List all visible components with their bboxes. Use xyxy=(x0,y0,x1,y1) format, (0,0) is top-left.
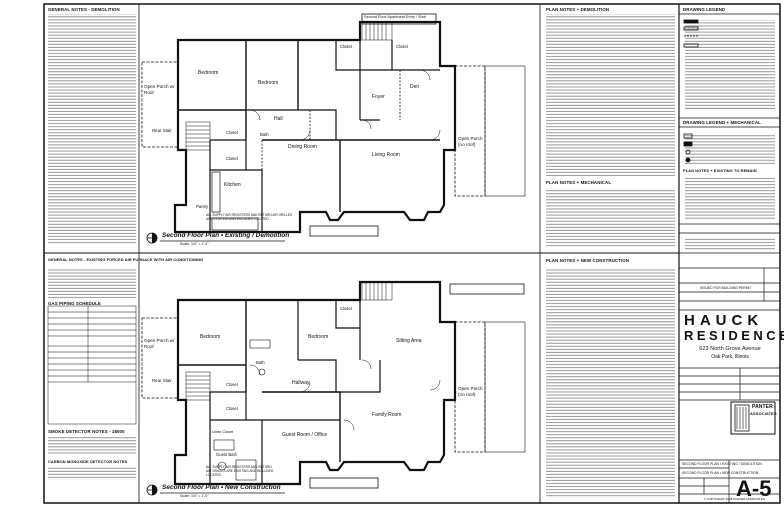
co-detector-notes-header: CARBON MONOXIDE DETECTOR NOTES xyxy=(48,459,128,464)
sheet-title: SECOND FLOOR PLAN • EXISTING / DEMOLITIO… xyxy=(682,462,762,466)
gas-piping-table xyxy=(47,305,137,425)
room-bedroom-mid: Bedroom xyxy=(258,80,279,86)
project-address-line1: 623 North Grove Avenue xyxy=(699,346,761,352)
general-notes-demolition-header: GENERAL NOTES - DEMOLITION xyxy=(48,7,120,12)
room-closet-a: Closet xyxy=(340,44,352,49)
room-kitchen: Kitchen xyxy=(224,182,241,188)
issue-status: ISSUED FOR BUILDING PERMIT xyxy=(700,286,752,290)
sheet-number: A-5 xyxy=(736,476,772,501)
bottom-plan-title-symbol xyxy=(146,484,285,496)
room-porch-right: Open Porch (no roof) xyxy=(458,136,483,147)
bottom-plan-title: Second Floor Plan • New Construction xyxy=(162,484,281,491)
plan-notes-demolition-header: PLAN NOTES + DEMOLITION xyxy=(546,7,610,12)
room-sitting-area: Sitting Area xyxy=(396,338,422,344)
room-hall: Hall xyxy=(274,116,283,122)
project-address-line2: Oak Park, Illinois xyxy=(711,354,749,360)
room-bath: Bath xyxy=(260,132,269,137)
general-notes-hvac-header: GENERAL NOTES - EXISTING FORCED AIR FURN… xyxy=(48,257,204,262)
room-rear-stair: Rear Stair xyxy=(152,128,172,133)
bottom-note-box xyxy=(309,477,379,489)
firm-logo xyxy=(730,401,776,435)
top-plan-title-symbol xyxy=(146,232,285,244)
room-den: Den xyxy=(410,84,420,90)
room-closet-a-new: Closet xyxy=(340,306,352,311)
smoke-detector-notes-header: SMOKE DETECTOR NOTES - 18000 xyxy=(48,429,125,434)
firm-name-line2: ASSOCIATES xyxy=(750,411,777,416)
room-guest-bath: Guest Bath xyxy=(216,452,237,457)
room-linen-closet: Linen Closet xyxy=(212,430,234,434)
gas-piping-schedule-header: GAS PIPING SCHEDULE xyxy=(48,301,101,306)
room-hallway: Hallway xyxy=(292,380,310,386)
project-name-line2: RESIDENCE xyxy=(684,328,784,343)
bottom-floor-plan xyxy=(141,280,526,486)
drawing-legend-mechanical-header: DRAWING LEGEND + MECHANICAL xyxy=(683,120,761,125)
top-note-box xyxy=(309,225,379,237)
stair-callout: Second Floor Apartment Entry / Stair xyxy=(364,15,426,19)
room-living: Living Room xyxy=(372,152,400,158)
room-rear-stair-new: Rear Stair xyxy=(152,378,172,383)
title-block-grid xyxy=(679,13,780,503)
room-guest-office: Guest Room / Office xyxy=(282,432,328,438)
room-closet-b: Closet xyxy=(396,44,408,49)
room-bath-new: Bath xyxy=(256,360,265,365)
plan-notes-mechanical-header: PLAN NOTES + MECHANICAL xyxy=(546,180,612,185)
plan-notes-existing-remain-header: PLAN NOTES + EXISTING TO REMAIN xyxy=(683,168,757,173)
drawing-legend-header: DRAWING LEGEND xyxy=(683,7,726,12)
room-bedroom-mid-new: Bedroom xyxy=(308,334,329,340)
room-dining: Dining Room xyxy=(288,144,317,150)
firm-name-line1: PANTER xyxy=(752,404,773,410)
plan-notes-new-construction-header: PLAN NOTES + NEW CONSTRUCTION xyxy=(546,258,630,263)
room-bedroom-left: Bedroom xyxy=(198,70,219,76)
room-foyer: Foyer xyxy=(372,94,385,100)
room-closet-d: Closet xyxy=(226,156,238,161)
top-plan-title: Second Floor Plan • Existing / Demolitio… xyxy=(162,232,290,239)
copyright: © COPYRIGHT 2008 PANTER ASSOCIATES xyxy=(704,497,765,501)
legend-symbols xyxy=(683,19,699,163)
notes-text-fill xyxy=(48,14,775,498)
project-name-line1: HAUCK xyxy=(684,312,764,329)
room-porch-left: Open Porch w/ Roof xyxy=(144,84,175,95)
room-bedroom-left-new: Bedroom xyxy=(200,334,221,340)
room-porch-left-new: Open Porch w/ Roof xyxy=(144,338,175,349)
room-closet-c-new: Closet xyxy=(226,406,238,411)
bottom-hvac-note: ALL SUPPLY AIR REGISTERS AND RETURN AIR … xyxy=(206,465,274,477)
sheet-title-2: SECOND FLOOR PLAN • NEW CONSTRUCTION xyxy=(682,471,759,475)
top-hvac-note: ALL SUPPLY AIR REGISTERS AND RETURN AIR … xyxy=(206,213,293,221)
top-plan-scale: Scale: 1/4" = 1'-0" xyxy=(180,242,209,246)
room-family: Family Room xyxy=(372,412,402,418)
room-pantry: Pantry xyxy=(196,204,209,209)
room-closet-b-new: Closet xyxy=(226,382,238,387)
bottom-plan-scale: Scale: 1/4" = 1'-0" xyxy=(180,494,209,498)
top-floor-plan xyxy=(141,13,526,234)
room-porch-right-new: Open Porch (no roof) xyxy=(458,386,483,397)
room-closet-c: Closet xyxy=(226,130,238,135)
